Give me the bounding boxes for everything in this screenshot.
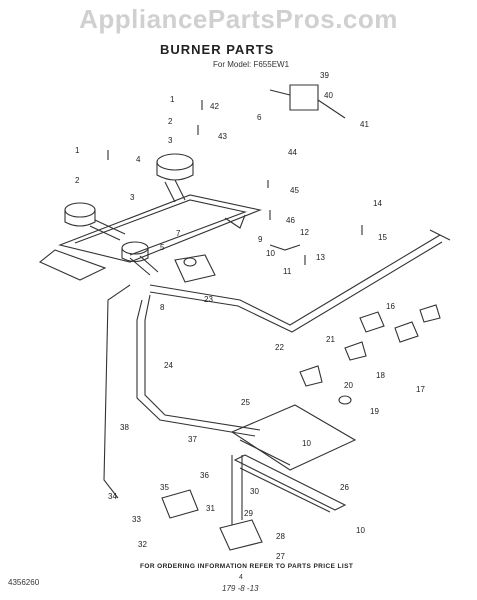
callout-26: 26 (340, 483, 349, 492)
oven-valve (219, 519, 263, 551)
diagram-artwork (38, 84, 451, 551)
burner-head-left (64, 202, 96, 218)
callout-14: 14 (373, 199, 382, 208)
callout-16: 16 (386, 302, 395, 311)
callout-17: 17 (416, 385, 425, 394)
callout-22: 22 (275, 343, 284, 352)
callout-24: 24 (164, 361, 173, 370)
site-watermark-title: AppliancePartsPros.com (79, 4, 398, 34)
callout-43: 43 (218, 132, 227, 141)
callout-44: 44 (288, 148, 297, 157)
callout-12: 12 (300, 228, 309, 237)
rear-bracket (224, 214, 246, 229)
thermocouple-line (103, 284, 131, 499)
callout-36: 36 (200, 471, 209, 480)
page-number: 4 (239, 574, 243, 581)
ordering-note: FOR ORDERING INFORMATION REFER TO PARTS … (140, 563, 354, 570)
callout-20: 20 (344, 381, 353, 390)
callout-3: 3 (168, 136, 173, 145)
callout-2: 2 (168, 117, 173, 126)
diagram-subtitle: For Model: F655EW1 (213, 60, 290, 69)
callout-5: 5 (160, 243, 165, 252)
callout-6: 6 (257, 113, 262, 122)
callout-30: 30 (250, 487, 259, 496)
valve-lower-2 (344, 341, 367, 361)
callout-38: 38 (120, 423, 129, 432)
callout-28: 28 (276, 532, 285, 541)
burner-head-top (156, 153, 194, 171)
main-manifold-pipe (149, 234, 443, 333)
callout-8: 8 (160, 303, 165, 312)
upper-burner-bar-inner (74, 199, 247, 256)
callout-46: 46 (286, 216, 295, 225)
safety-valve (161, 489, 199, 519)
venturi-tube-left (89, 219, 126, 241)
valve-right-1 (359, 311, 385, 333)
oven-burner-tube (233, 454, 347, 511)
callout-21: 21 (326, 335, 335, 344)
part-callouts: 1 2 3 4 1 2 3 5 6 7 8 9 10 11 12 13 14 1… (75, 71, 425, 561)
callout-40: 40 (324, 91, 333, 100)
venturi-tube-top (164, 179, 186, 203)
pilot-tube (144, 294, 261, 431)
callout-45: 45 (290, 186, 299, 195)
callout-1b: 1 (75, 146, 80, 155)
valve-body (174, 254, 216, 283)
date-code: 179 -8 -13 (222, 584, 259, 593)
callout-2b: 2 (75, 176, 80, 185)
lower-plate (38, 249, 107, 281)
callout-4: 4 (136, 155, 141, 164)
callout-42: 42 (210, 102, 219, 111)
callout-31: 31 (206, 504, 215, 513)
valve-lower-1 (299, 365, 323, 387)
upper-burner-bar (58, 194, 262, 263)
callout-33: 33 (132, 515, 141, 524)
callout-9: 9 (258, 235, 263, 244)
callout-10b: 10 (302, 439, 311, 448)
callout-23: 23 (204, 295, 213, 304)
callout-11: 11 (283, 267, 292, 276)
callout-41: 41 (360, 120, 369, 129)
callout-18: 18 (376, 371, 385, 380)
callout-34: 34 (108, 492, 117, 501)
callout-13: 13 (316, 253, 325, 262)
diagram-title: BURNER PARTS (160, 42, 275, 57)
callout-19: 19 (370, 407, 379, 416)
callout-37: 37 (188, 435, 197, 444)
callout-15: 15 (378, 233, 387, 242)
callout-10: 10 (266, 249, 275, 258)
pilot-assembly (289, 84, 319, 111)
callout-35: 35 (160, 483, 169, 492)
callout-10c: 10 (356, 526, 365, 535)
document-number: 4356260 (8, 578, 40, 587)
site-header: AppliancePartsPros.com (0, 0, 477, 36)
baffle-plate (230, 404, 357, 471)
callout-39: 39 (320, 71, 329, 80)
callout-29: 29 (244, 509, 253, 518)
valve-right-3 (419, 304, 441, 323)
callout-27: 27 (276, 552, 285, 561)
burner-head-mid (121, 241, 149, 255)
callout-1: 1 (170, 95, 175, 104)
callout-25: 25 (241, 398, 250, 407)
callout-3b: 3 (130, 193, 135, 202)
valve-right-2 (394, 321, 419, 343)
callout-32: 32 (138, 540, 147, 549)
callout-7: 7 (176, 229, 181, 238)
